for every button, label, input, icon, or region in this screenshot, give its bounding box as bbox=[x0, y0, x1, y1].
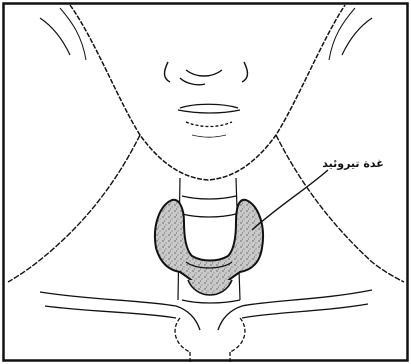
right-ear bbox=[342, 18, 372, 55]
neck-left-outline bbox=[8, 135, 140, 282]
clavicles bbox=[40, 290, 372, 330]
sternum bbox=[175, 318, 245, 364]
thyroid-label: غدة تيروئيد bbox=[298, 157, 408, 170]
face-outline bbox=[70, 5, 345, 180]
nose bbox=[165, 62, 248, 85]
thyroid-gland bbox=[155, 200, 263, 291]
right-cheek-line bbox=[329, 8, 355, 60]
left-cheek-line bbox=[60, 8, 86, 60]
left-ear bbox=[40, 18, 70, 55]
mouth bbox=[178, 104, 240, 137]
thyroid-lower-lobe bbox=[188, 280, 232, 295]
